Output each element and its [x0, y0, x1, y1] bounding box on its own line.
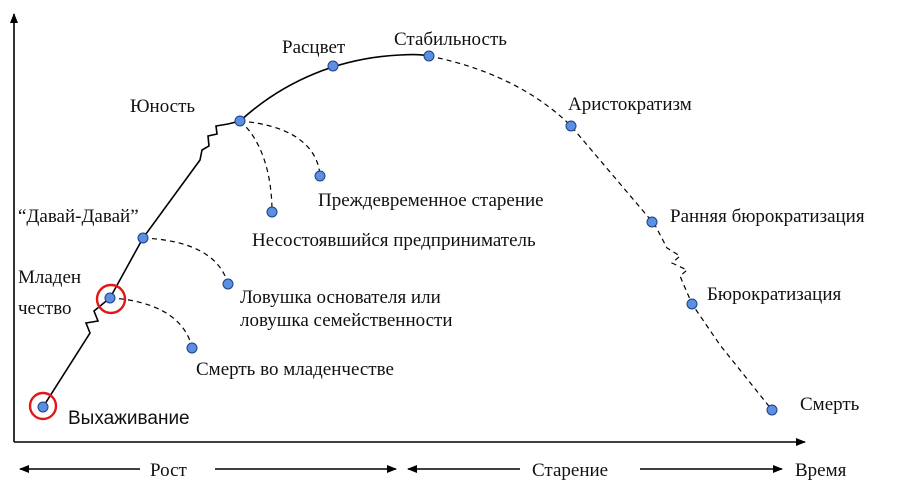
label-founder-trap-line2: ловушка семейственности: [240, 310, 453, 331]
label-prime: Расцвет: [282, 37, 346, 58]
node-youth: [234, 115, 246, 127]
node-aristocracy: [565, 120, 577, 132]
node-death: [766, 404, 778, 416]
label-infancy-line2: чество: [18, 298, 72, 319]
label-infant-death: Смерть во младенчестве: [196, 359, 394, 380]
node-early-bureaucracy: [646, 216, 658, 228]
branch-premature-aging: [239, 120, 321, 177]
axis-aging-label: Старение: [532, 460, 608, 481]
branch-infant-death: [109, 297, 193, 349]
label-go-go: “Давай-Давай”: [18, 206, 139, 227]
node-infant-death: [186, 342, 198, 354]
label-survival: Выхаживание: [68, 408, 190, 429]
node-infancy: [104, 292, 116, 304]
growth-curve: [42, 53, 430, 408]
node-survival: [37, 401, 49, 413]
node-premature-aging: [314, 170, 326, 182]
highlight-ring-infancy: [95, 283, 127, 315]
node-founder-trap: [222, 278, 234, 290]
node-stability: [423, 50, 435, 62]
label-infancy-line1: Младен: [18, 267, 81, 288]
node-bureaucracy: [686, 298, 698, 310]
label-failed-entrepreneur: Несостоявшийся предприниматель: [252, 230, 536, 251]
label-premature-aging: Преждевременное старение: [318, 190, 544, 211]
axis-time-label: Время: [795, 460, 847, 481]
branch-founder-trap: [142, 237, 229, 285]
label-stability: Стабильность: [394, 29, 507, 50]
node-prime: [327, 60, 339, 72]
branch-failed-entrepreneur: [239, 120, 273, 213]
label-aristocracy: Аристократизм: [568, 94, 692, 115]
label-bureaucracy: Бюрократизация: [707, 284, 842, 305]
highlight-ring-survival: [28, 391, 58, 421]
label-death: Смерть: [800, 394, 860, 415]
label-early-bureaucracy: Ранняя бюрократизация: [670, 206, 865, 227]
label-founder-trap-line1: Ловушка основателя или: [240, 287, 441, 308]
node-failed-entrepreneur: [266, 206, 278, 218]
decline-curve: [428, 55, 773, 411]
node-go-go: [137, 232, 149, 244]
axis-growth-label: Рост: [150, 460, 188, 481]
label-youth: Юность: [130, 96, 195, 117]
